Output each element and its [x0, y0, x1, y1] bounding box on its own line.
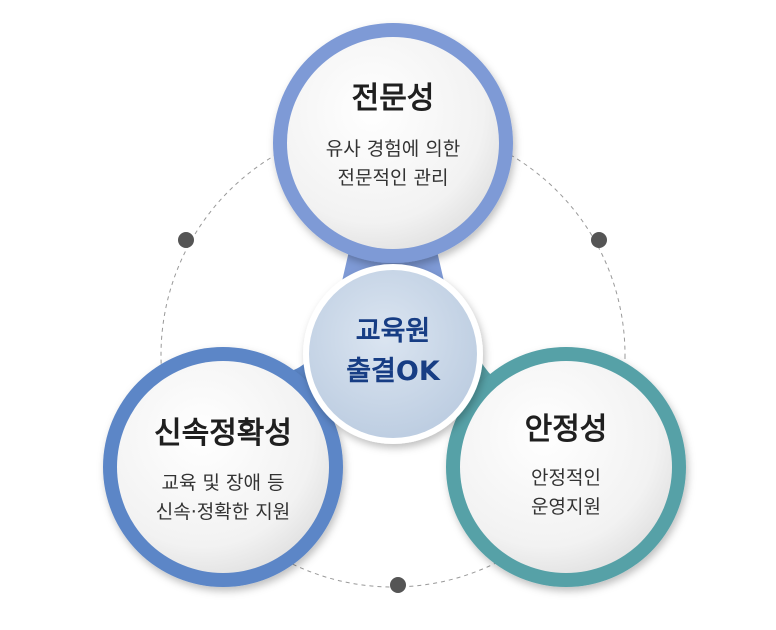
- node-expertise-title: 전문성: [352, 81, 435, 116]
- node-accuracy-desc-2: 신속·정확한 지원: [156, 501, 290, 523]
- center-title-line2: 출결OK: [346, 356, 441, 387]
- node-stability-title: 안정성: [525, 412, 608, 447]
- dashed-ring: [160, 122, 626, 588]
- node-stability: 안정성 안정적인 운영지원: [446, 347, 686, 587]
- node-expertise-desc-2: 전문적인 관리: [338, 167, 449, 189]
- node-accuracy-desc-1: 교육 및 장애 등: [162, 472, 285, 494]
- center-node: 교육원 출결OK: [303, 264, 483, 444]
- ring-dot-left: [178, 232, 194, 248]
- center-title-line1: 교육원: [356, 316, 431, 347]
- node-accuracy: 신속정확성 교육 및 장애 등 신속·정확한 지원: [103, 347, 343, 587]
- ring-dot-bottom: [390, 577, 406, 593]
- node-stability-desc-1: 안정적인: [531, 467, 601, 489]
- node-accuracy-title: 신속정확성: [154, 416, 292, 451]
- node-expertise-desc-1: 유사 경험에 의한: [326, 138, 460, 160]
- node-stability-desc-2: 운영지원: [531, 496, 601, 518]
- node-expertise: 전문성 유사 경험에 의한 전문적인 관리: [273, 23, 513, 263]
- ring-dot-right: [591, 232, 607, 248]
